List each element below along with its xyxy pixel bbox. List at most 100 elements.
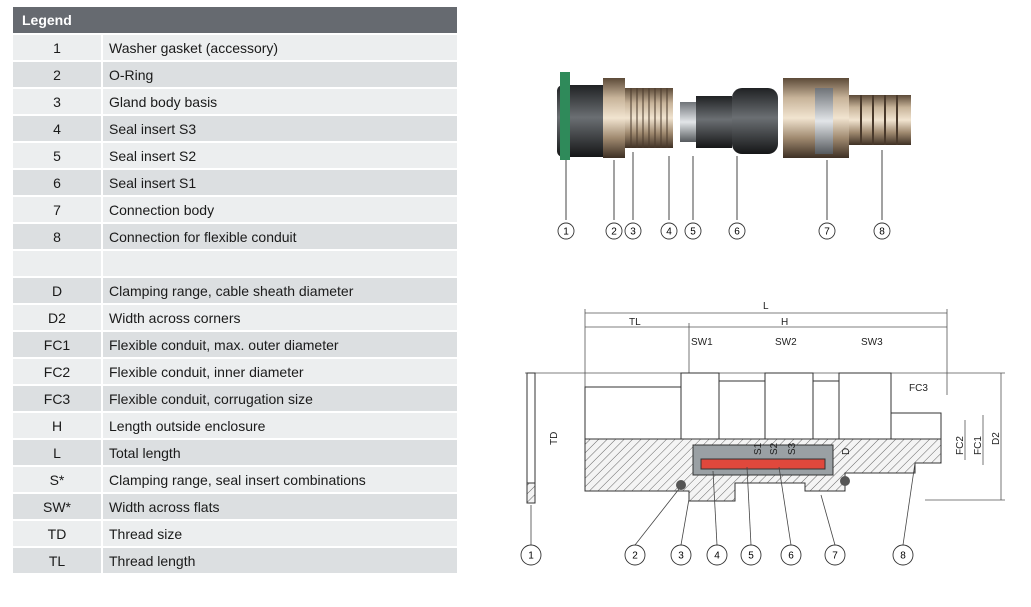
callout-circle <box>873 222 891 240</box>
dim-L: L <box>763 301 769 312</box>
callout-number: 1 <box>528 551 534 562</box>
legend-description: Width across flats <box>102 492 457 520</box>
legend-key: 5 <box>13 141 103 169</box>
legend-description: Seal insert S3 <box>102 114 457 142</box>
legend-description: O-Ring <box>102 60 457 88</box>
legend-key: 4 <box>13 114 103 142</box>
legend-description <box>102 249 457 277</box>
legend-description: Length outside enclosure <box>102 411 457 439</box>
legend-description: Connection for flexible conduit <box>102 222 457 250</box>
photo-conduit-connector <box>849 95 911 145</box>
legend-description: Flexible conduit, inner diameter <box>102 357 457 385</box>
dim-S1: S1 <box>753 442 764 455</box>
legend-key: FC3 <box>13 384 103 412</box>
callout-number: 8 <box>879 227 885 238</box>
legend-key: D2 <box>13 303 103 331</box>
section-drawing: L TL H SW1 SW2 SW3 FC3 TD S1 S2 S3 D FC2… <box>520 301 1005 566</box>
callout-number: 7 <box>832 551 838 562</box>
callout-circle <box>624 544 646 566</box>
callout-circle <box>728 222 746 240</box>
callout-circle <box>824 544 846 566</box>
callout-circle <box>670 544 692 566</box>
callout-number: 6 <box>734 227 740 238</box>
callout-circle <box>740 544 762 566</box>
dim-FC2: FC2 <box>955 436 966 455</box>
legend-description: Seal insert S1 <box>102 168 457 196</box>
legend-description: Gland body basis <box>102 87 457 115</box>
callout-number: 3 <box>678 551 684 562</box>
callout-number: 4 <box>666 227 672 238</box>
photo-corrugation <box>860 95 898 145</box>
photo-connection-ring <box>815 88 833 154</box>
legend-description: Clamping range, seal insert combinations <box>102 465 457 493</box>
dim-H: H <box>781 317 788 328</box>
callout-circle <box>605 222 623 240</box>
dim-D: D <box>841 448 852 455</box>
legend-description: Width across corners <box>102 303 457 331</box>
legend-description: Flexible conduit, max. outer diameter <box>102 330 457 358</box>
legend-key: L <box>13 438 103 466</box>
legend-row: S*Clamping range, seal insert combinatio… <box>13 465 457 493</box>
legend-row <box>13 249 457 277</box>
dim-FC3: FC3 <box>909 383 928 394</box>
legend-description: Washer gasket (accessory) <box>102 33 457 61</box>
photo-seal-s1 <box>732 88 778 154</box>
callout-circle <box>624 222 642 240</box>
callout-circle <box>892 544 914 566</box>
drawing-seal-red <box>700 458 826 470</box>
callout-number: 1 <box>563 227 569 238</box>
dim-D2: D2 <box>991 432 1002 445</box>
drawing-oring-left <box>676 480 686 490</box>
dim-SW2: SW2 <box>775 337 797 348</box>
legend-description: Thread size <box>102 519 457 547</box>
callout-number: 3 <box>630 227 636 238</box>
callout-number: 7 <box>824 227 830 238</box>
legend-description: Thread length <box>102 546 457 573</box>
photo-hex-nut <box>603 78 625 158</box>
legend-description: Clamping range, cable sheath diameter <box>102 276 457 304</box>
legend-key: 3 <box>13 87 103 115</box>
legend-key <box>13 249 103 277</box>
legend-key: FC2 <box>13 357 103 385</box>
callout-number: 4 <box>714 551 720 562</box>
drawing-oring-right <box>840 476 850 486</box>
legend-key: 2 <box>13 60 103 88</box>
dim-S2: S2 <box>769 442 780 455</box>
drawing-body-outline <box>584 372 942 440</box>
photo-seal-s2 <box>696 96 732 148</box>
legend-key: 6 <box>13 168 103 196</box>
callout-number: 2 <box>632 551 638 562</box>
legend-description: Flexible conduit, corrugation size <box>102 384 457 412</box>
callout-number: 6 <box>788 551 794 562</box>
dim-SW1: SW1 <box>691 337 713 348</box>
photo-seal-s3 <box>680 102 696 142</box>
photo-washer <box>560 72 570 160</box>
dim-SW3: SW3 <box>861 337 883 348</box>
dim-TD: TD <box>549 432 560 445</box>
legend-key: 8 <box>13 222 103 250</box>
callout-circle <box>780 544 802 566</box>
legend-key: 1 <box>13 33 103 61</box>
legend-key: D <box>13 276 103 304</box>
legend-title: Legend <box>13 7 457 34</box>
callout-number: 5 <box>690 227 696 238</box>
dim-S3: S3 <box>787 442 798 455</box>
dim-FC1: FC1 <box>973 436 984 455</box>
legend-row: SW*Width across flats <box>13 492 457 520</box>
